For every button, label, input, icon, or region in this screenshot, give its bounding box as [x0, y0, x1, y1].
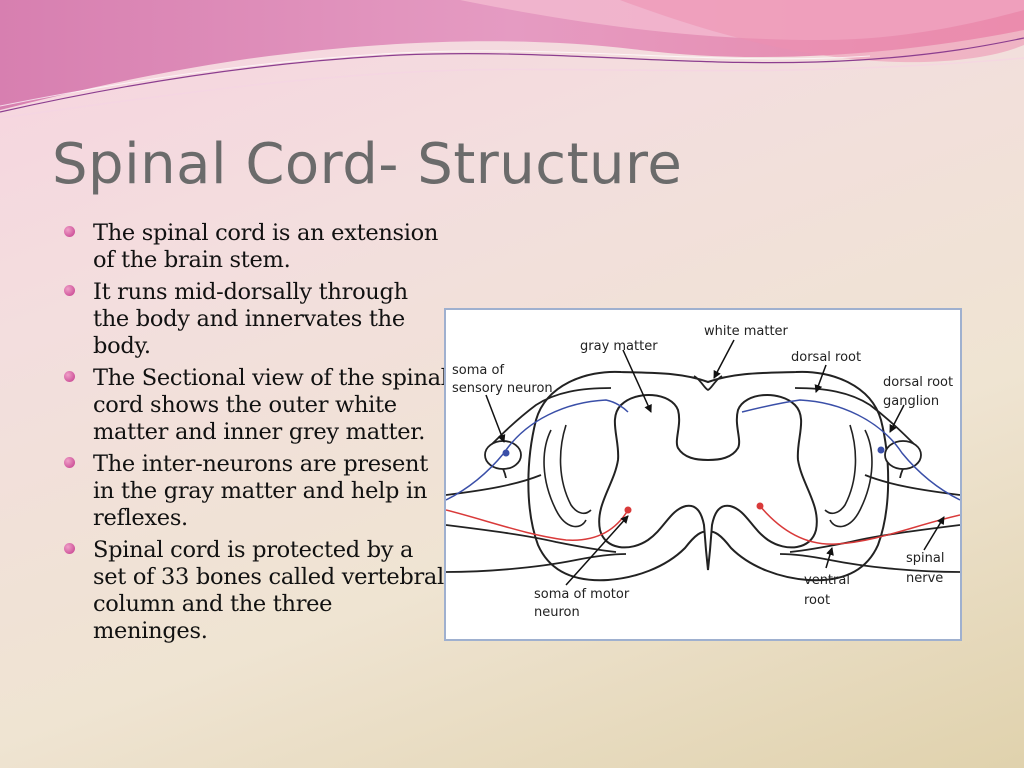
label-ventral-root-2: root — [804, 593, 830, 608]
bullet-item: Spinal cord is protected by a set of 33 … — [60, 537, 450, 645]
sensory-neuron-left — [446, 399, 629, 501]
bullet-list: The spinal cord is an extension of the b… — [60, 220, 450, 650]
bullet-dot-icon — [64, 371, 75, 382]
sensory-neuron-right — [741, 399, 960, 501]
label-drg-2: ganglion — [883, 394, 939, 409]
label-soma-sensory-1: soma of — [452, 363, 504, 378]
label-spinal-nerve-2: nerve — [906, 571, 943, 586]
slide-title: Spinal Cord- Structure — [52, 132, 683, 197]
label-spinal-nerve-1: spinal — [906, 551, 944, 566]
label-gray-matter: gray matter — [580, 339, 658, 354]
label-soma-sensory-2: sensory neuron — [452, 381, 553, 396]
label-drg-1: dorsal root — [883, 375, 953, 390]
label-white-matter: white matter — [704, 324, 789, 339]
bullet-item: The Sectional view of the spinal cord sh… — [60, 365, 450, 446]
bullet-text: The inter-neurons are present in the gra… — [93, 451, 428, 531]
bullet-dot-icon — [64, 457, 75, 468]
header-wave-decoration — [0, 0, 1024, 119]
bullet-text: The spinal cord is an extension of the b… — [93, 220, 439, 273]
bullet-item: The inter-neurons are present in the gra… — [60, 451, 450, 532]
bullet-text: Spinal cord is protected by a set of 33 … — [93, 537, 444, 644]
label-dorsal-root: dorsal root — [791, 350, 861, 365]
bullet-item: The spinal cord is an extension of the b… — [60, 220, 450, 274]
bullet-item: It runs mid-dorsally through the body an… — [60, 279, 450, 360]
bullet-dot-icon — [64, 285, 75, 296]
spinal-cord-cross-section: gray matter white matter dorsal root som… — [446, 324, 960, 620]
label-ventral-root-1: ventral — [804, 573, 850, 588]
motor-neuron-right — [759, 505, 960, 545]
label-soma-motor-1: soma of motor — [534, 587, 630, 602]
gray-matter-outline — [598, 393, 818, 571]
spinal-cord-diagram: gray matter white matter dorsal root som… — [444, 308, 962, 641]
bullet-dot-icon — [64, 226, 75, 237]
label-soma-motor-2: neuron — [534, 605, 580, 620]
motor-neuron-left — [446, 509, 629, 541]
bullet-dot-icon — [64, 543, 75, 554]
bullet-text: The Sectional view of the spinal cord sh… — [93, 365, 448, 445]
bullet-text: It runs mid-dorsally through the body an… — [93, 279, 408, 359]
